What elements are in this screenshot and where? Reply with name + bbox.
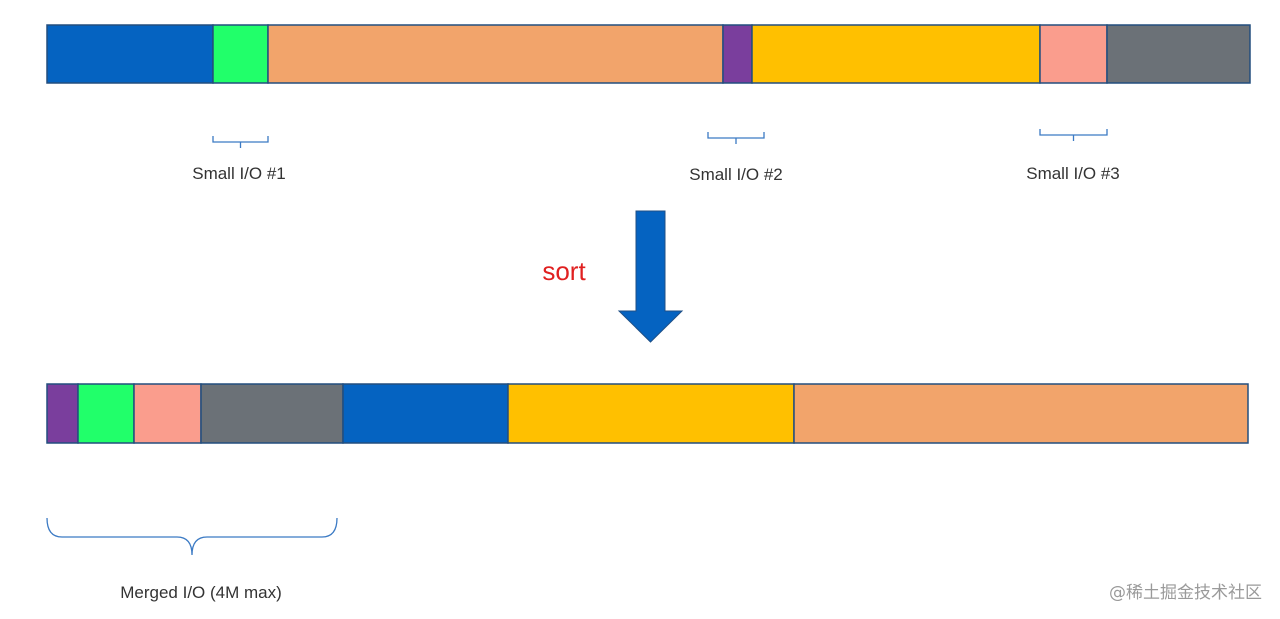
top-segment-pink: [1039, 24, 1108, 84]
top-segment-yellow: [751, 24, 1041, 84]
bottom-segment-purple: [46, 383, 79, 444]
top-bar: [46, 24, 1251, 84]
bottom-segment-green: [77, 383, 135, 444]
top-segment-purple: [722, 24, 753, 84]
merged-io-label: Merged I/O (4M max): [120, 583, 282, 602]
small-io-3-label: Small I/O #3: [1026, 164, 1120, 183]
sort-arrow: [617, 210, 684, 343]
bottom-segment-pink: [133, 383, 202, 444]
bottom-segment-orange: [793, 383, 1249, 444]
small-io-2-label: Small I/O #2: [689, 165, 783, 184]
small-io-2-bracket: [707, 132, 765, 144]
top-segment-orange: [267, 24, 724, 84]
bottom-segment-yellow: [507, 383, 795, 444]
merged-io-bracket: [46, 517, 338, 556]
top-segment-green: [212, 24, 269, 84]
bottom-segment-gray: [200, 383, 344, 444]
watermark: @稀土掘金技术社区: [1109, 583, 1262, 603]
sort-label: sort: [542, 256, 586, 286]
top-segment-gray: [1106, 24, 1251, 84]
bottom-segment-blue: [342, 383, 509, 444]
small-io-1-label: Small I/O #1: [192, 164, 286, 183]
bottom-bar: [46, 383, 1249, 444]
small-io-1-bracket: [212, 136, 269, 148]
small-io-3-bracket: [1039, 129, 1108, 141]
top-segment-blue: [46, 24, 214, 84]
